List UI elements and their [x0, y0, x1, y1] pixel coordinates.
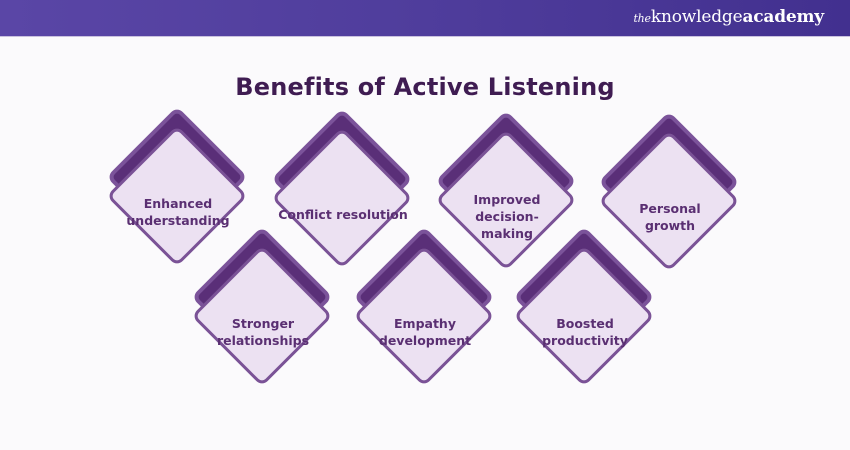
- brand-prefix: the: [633, 12, 651, 25]
- page-title: Benefits of Active Listening: [235, 73, 615, 101]
- benefit-diamond: Conflict resolution: [270, 108, 416, 290]
- benefit-label: Improved decision-making: [473, 191, 541, 241]
- benefit-label: Stronger relationships: [216, 316, 310, 348]
- header-bar: theknowledgeacademy: [0, 0, 850, 37]
- benefit-label: Empathy development: [378, 316, 472, 348]
- benefit-diamond: Boosted productivity: [512, 226, 658, 408]
- benefit-label: Conflict resolution: [278, 206, 408, 222]
- benefit-diamond: Stronger relationships: [190, 226, 336, 408]
- brand-logo: theknowledgeacademy: [633, 7, 824, 27]
- benefit-diamond: Improved decision-making: [434, 110, 580, 292]
- benefit-label: Boosted productivity: [542, 316, 628, 348]
- benefit-label: Personal growth: [639, 201, 701, 233]
- benefit-diamond: Empathy development: [352, 226, 498, 408]
- benefit-diamond: Enhanced understanding: [105, 106, 251, 288]
- brand-suffix: academy: [742, 7, 824, 27]
- brand-main: knowledge: [650, 7, 743, 27]
- benefit-diamond: Personal growth: [597, 111, 743, 293]
- benefit-label: Enhanced understanding: [126, 196, 230, 228]
